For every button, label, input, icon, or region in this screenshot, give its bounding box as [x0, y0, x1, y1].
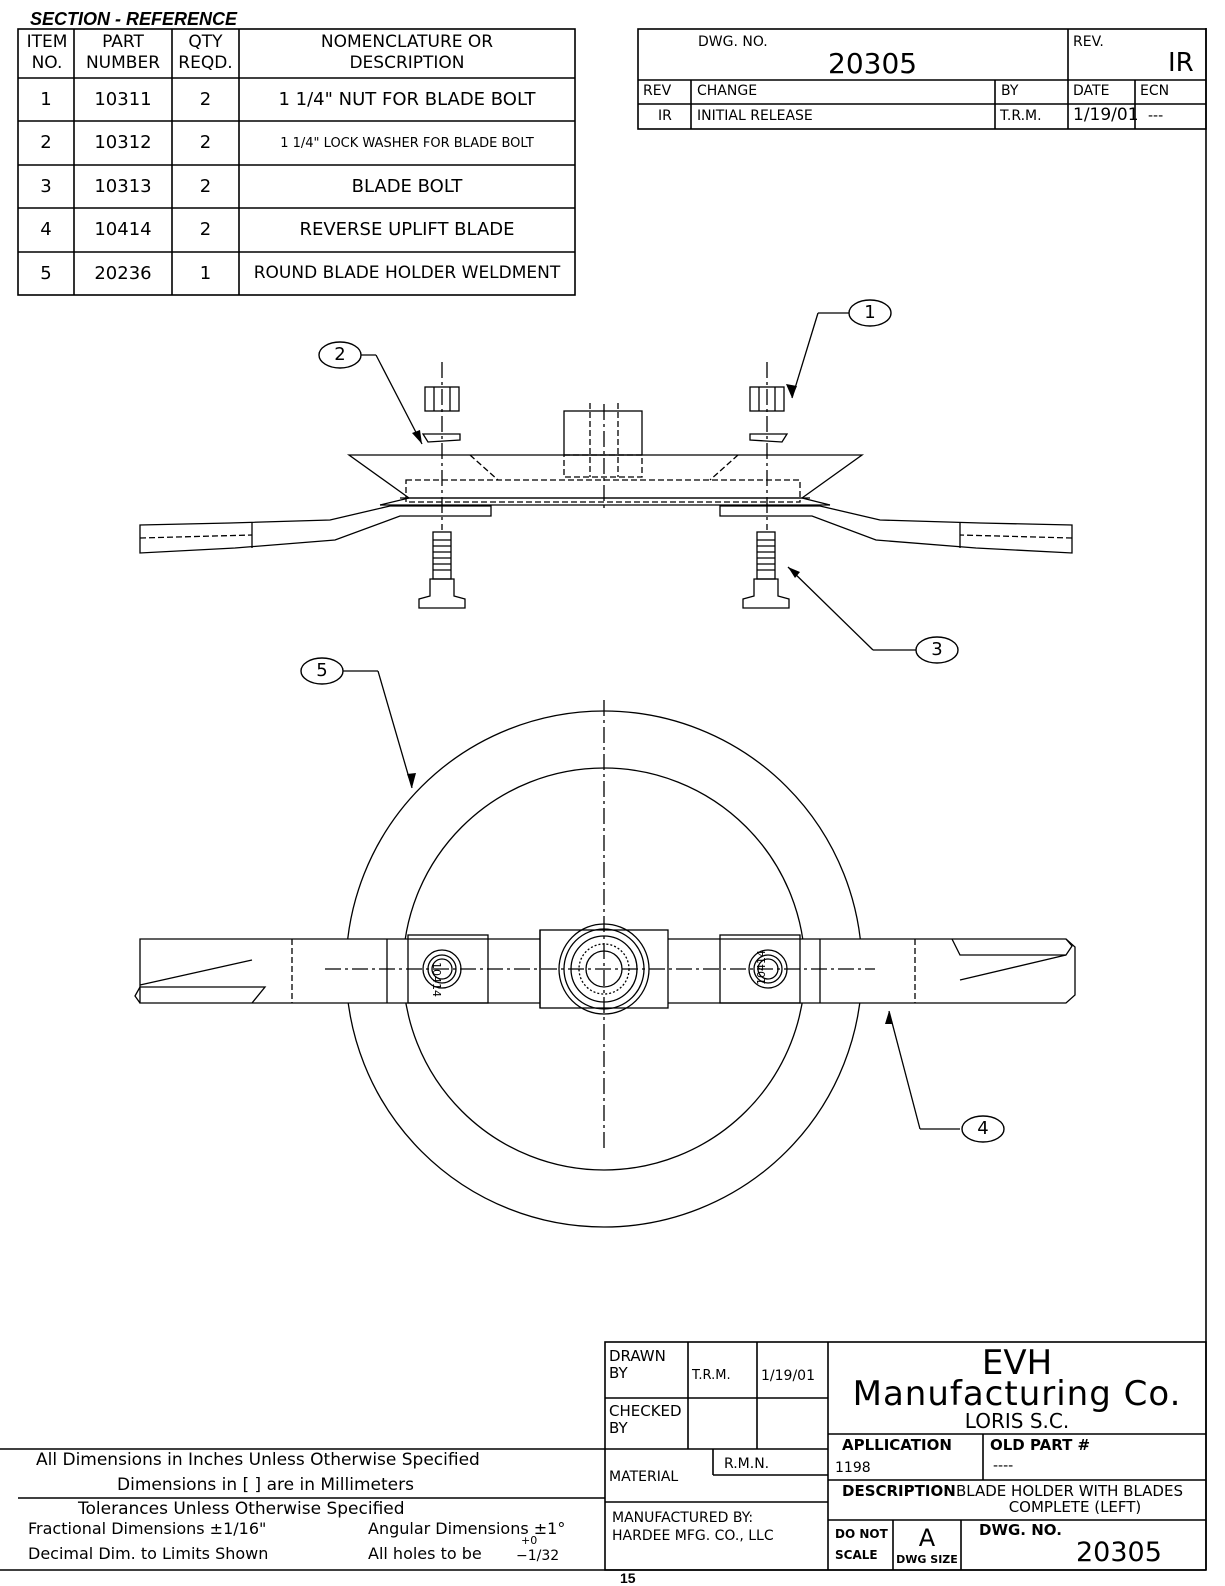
application-label: APLLICATION	[842, 1436, 952, 1454]
balloon-5: 5	[316, 660, 328, 681]
header-description-line2: DESCRIPTION	[349, 53, 465, 73]
rev-col-date: DATE	[1073, 83, 1110, 99]
row-item-no: 2	[40, 132, 52, 153]
note-holes: All holes to be	[368, 1544, 482, 1563]
row-qty: 2	[199, 132, 212, 153]
row-qty: 2	[199, 176, 212, 197]
row-item-no: 4	[40, 219, 52, 240]
drawn-date: 1/19/01	[761, 1368, 815, 1384]
row-item-no: 1	[40, 89, 52, 110]
header-part-number-line1: PART	[102, 32, 144, 52]
rev-row-change: INITIAL RELEASE	[697, 108, 813, 124]
side-view	[139, 362, 1073, 609]
rev-row-date: 1/19/01	[1073, 105, 1139, 125]
old-part-label: OLD PART #	[990, 1436, 1091, 1454]
row-part-number: 20236	[94, 263, 152, 284]
company-location: LORIS S.C.	[964, 1409, 1070, 1433]
rev-dwg-no: 20305	[828, 47, 918, 80]
note-holes-tol-lower: −1/32	[516, 1548, 560, 1564]
row-qty: 2	[199, 89, 212, 110]
row-qty: 2	[199, 219, 212, 240]
dwg-size: A	[918, 1524, 936, 1552]
do-not-scale-line1: DO NOT	[835, 1527, 888, 1541]
company-name-line2: Manufacturing Co.	[852, 1374, 1182, 1414]
old-part-value: ----	[993, 1458, 1014, 1474]
rev-row-by: T.R.M.	[1000, 108, 1042, 124]
note-holes-tol-upper: +0	[521, 1534, 538, 1547]
company-name-line1: EVH	[981, 1343, 1053, 1383]
drawn-by: T.R.M.	[692, 1368, 731, 1383]
header-qty-line1: QTY	[188, 32, 223, 52]
dwg-size-label: DWG SIZE	[896, 1553, 958, 1566]
rev-value: IR	[1168, 48, 1194, 78]
header-description-line1: NOMENCLATURE OR	[320, 32, 494, 52]
material-by: R.M.N.	[724, 1456, 770, 1472]
note-dimensions-inches: All Dimensions in Inches Unless Otherwis…	[36, 1450, 480, 1470]
description-label: DESCRIPTION	[842, 1482, 956, 1500]
rev-dwg-no-label: DWG. NO.	[698, 34, 768, 50]
rev-col-change: CHANGE	[697, 83, 758, 99]
note-decimal: Decimal Dim. to Limits Shown	[28, 1544, 269, 1563]
application-value: 1198	[835, 1460, 871, 1476]
row-description: ROUND BLADE HOLDER WELDMENT	[253, 263, 561, 283]
header-part-number-line2: NUMBER	[85, 53, 161, 73]
balloon-3: 3	[931, 639, 943, 660]
balloon-2: 2	[334, 344, 346, 365]
manufactured-by-label: MANUFACTURED BY:	[612, 1510, 754, 1526]
row-description: 1 1/4" LOCK WASHER FOR BLADE BOLT	[280, 136, 534, 151]
row-part-number: 10311	[94, 89, 152, 110]
page-number: 15	[620, 1570, 636, 1586]
description-line2: COMPLETE (LEFT)	[1008, 1498, 1142, 1516]
row-description: REVERSE UPLIFT BLADE	[299, 219, 515, 240]
balloon-4: 4	[977, 1118, 989, 1139]
row-part-number: 10312	[94, 132, 152, 153]
row-description: BLADE BOLT	[351, 176, 463, 197]
row-qty: 1	[199, 263, 212, 284]
row-description: 1 1/4" NUT FOR BLADE BOLT	[278, 89, 536, 110]
drawn-by-label: DRAWN BY	[609, 1347, 666, 1382]
rev-col-rev: REV	[643, 83, 672, 99]
rev-row-rev: IR	[658, 108, 672, 124]
checked-by-label: CHECKED BY	[609, 1402, 682, 1437]
manufacturer: HARDEE MFG. CO., LLC	[612, 1528, 774, 1544]
note-tolerances: Tolerances Unless Otherwise Specified	[78, 1499, 405, 1519]
balloon-1: 1	[864, 302, 876, 323]
row-part-number: 10414	[94, 219, 152, 240]
blade-label-right: 10414	[755, 950, 768, 985]
note-angular: Angular Dimensions ±1°	[368, 1519, 566, 1538]
row-item-no: 5	[40, 263, 52, 284]
description-line1: BLADE HOLDER WITH BLADES	[956, 1482, 1183, 1500]
row-item-no: 3	[40, 176, 52, 197]
material-label: MATERIAL	[609, 1469, 679, 1485]
rev-label: REV.	[1073, 34, 1104, 50]
header-item-no-line2: NO.	[31, 53, 63, 73]
row-part-number: 10313	[94, 176, 152, 197]
title-dwg-no: 20305	[1076, 1537, 1162, 1568]
title-dwg-no-label: DWG. NO.	[979, 1521, 1062, 1539]
header-item-no-line1: ITEM	[26, 32, 68, 52]
blade-label-left: 10414	[430, 962, 443, 997]
top-view	[134, 700, 1076, 1228]
section-title: SECTION - REFERENCE	[30, 9, 238, 29]
note-dimensions-mm: Dimensions in [ ] are in Millimeters	[117, 1475, 414, 1495]
rev-row-ecn: ---	[1148, 108, 1164, 124]
rev-col-by: BY	[1001, 83, 1019, 99]
note-fractional: Fractional Dimensions ±1/16"	[28, 1519, 267, 1538]
rev-col-ecn: ECN	[1140, 83, 1170, 99]
do-not-scale-line2: SCALE	[835, 1548, 878, 1562]
header-qty-line2: REQD.	[178, 53, 233, 73]
